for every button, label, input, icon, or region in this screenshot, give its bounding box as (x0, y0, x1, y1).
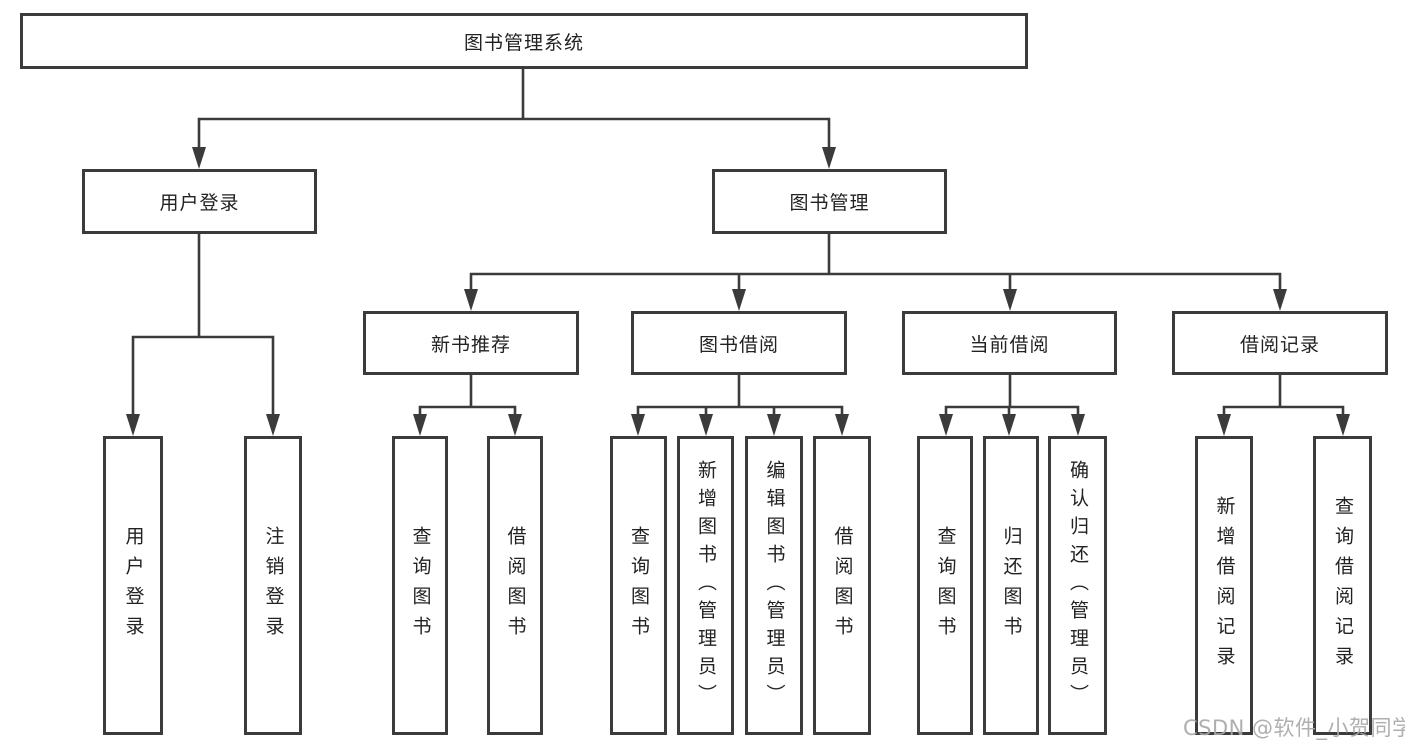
leaf-user-login: 用户登录 (103, 436, 163, 735)
node-label: 图书借阅 (698, 333, 779, 356)
node-label: 注销登录 (262, 525, 285, 646)
leaf-query-borrow-record: 查询借阅记录 (1313, 436, 1372, 735)
node-label: 用户登录 (122, 525, 145, 646)
node-label: 查询图书 (409, 525, 432, 646)
leaf-edit-books-admin: 编辑图书（管理员） (745, 436, 803, 735)
node-label: 当前借阅 (969, 333, 1050, 356)
leaf-query-books-recommend: 查询图书 (392, 436, 448, 735)
node-current-borrowing: 当前借阅 (902, 311, 1117, 375)
node-label: 新增图书（管理员） (695, 459, 717, 712)
node-label: 借阅图书 (504, 525, 527, 646)
node-label: 新书推荐 (430, 333, 511, 356)
leaf-query-books-borrow: 查询图书 (610, 436, 667, 735)
node-label: 归还图书 (1000, 525, 1023, 646)
node-book-management: 图书管理 (712, 169, 947, 234)
node-label: 编辑图书（管理员） (763, 459, 786, 712)
node-new-book-recommendation: 新书推荐 (363, 311, 579, 375)
node-label: 借阅记录 (1239, 333, 1320, 356)
node-label: 查询图书 (934, 525, 957, 646)
node-label: 查询借阅记录 (1332, 495, 1354, 676)
node-borrowing-records: 借阅记录 (1172, 311, 1388, 375)
leaf-add-borrow-record: 新增借阅记录 (1195, 436, 1253, 735)
node-label: 图书管理系统 (463, 31, 584, 54)
leaf-query-books-current: 查询图书 (917, 436, 973, 735)
node-label: 确认归还（管理员） (1067, 459, 1089, 712)
leaf-add-books-admin: 新增图书（管理员） (677, 436, 734, 735)
leaf-confirm-return-admin: 确认归还（管理员） (1048, 436, 1107, 735)
csdn-watermark: CSDN @软件_小贺同学 (1183, 716, 1405, 740)
node-label: 查询图书 (628, 525, 650, 646)
leaf-borrow-books-recommend: 借阅图书 (487, 436, 543, 735)
node-label: 新增借阅记录 (1213, 495, 1236, 676)
node-book-borrowing: 图书借阅 (631, 311, 847, 375)
node-label: 图书管理 (789, 192, 870, 214)
leaf-logout: 注销登录 (244, 436, 302, 735)
leaf-return-books: 归还图书 (983, 436, 1039, 735)
node-label: 用户登录 (159, 192, 240, 214)
leaf-borrow-books: 借阅图书 (813, 436, 871, 735)
node-user-login: 用户登录 (82, 169, 317, 234)
node-label: 借阅图书 (831, 525, 854, 646)
node-library-management-system: 图书管理系统 (20, 13, 1028, 69)
